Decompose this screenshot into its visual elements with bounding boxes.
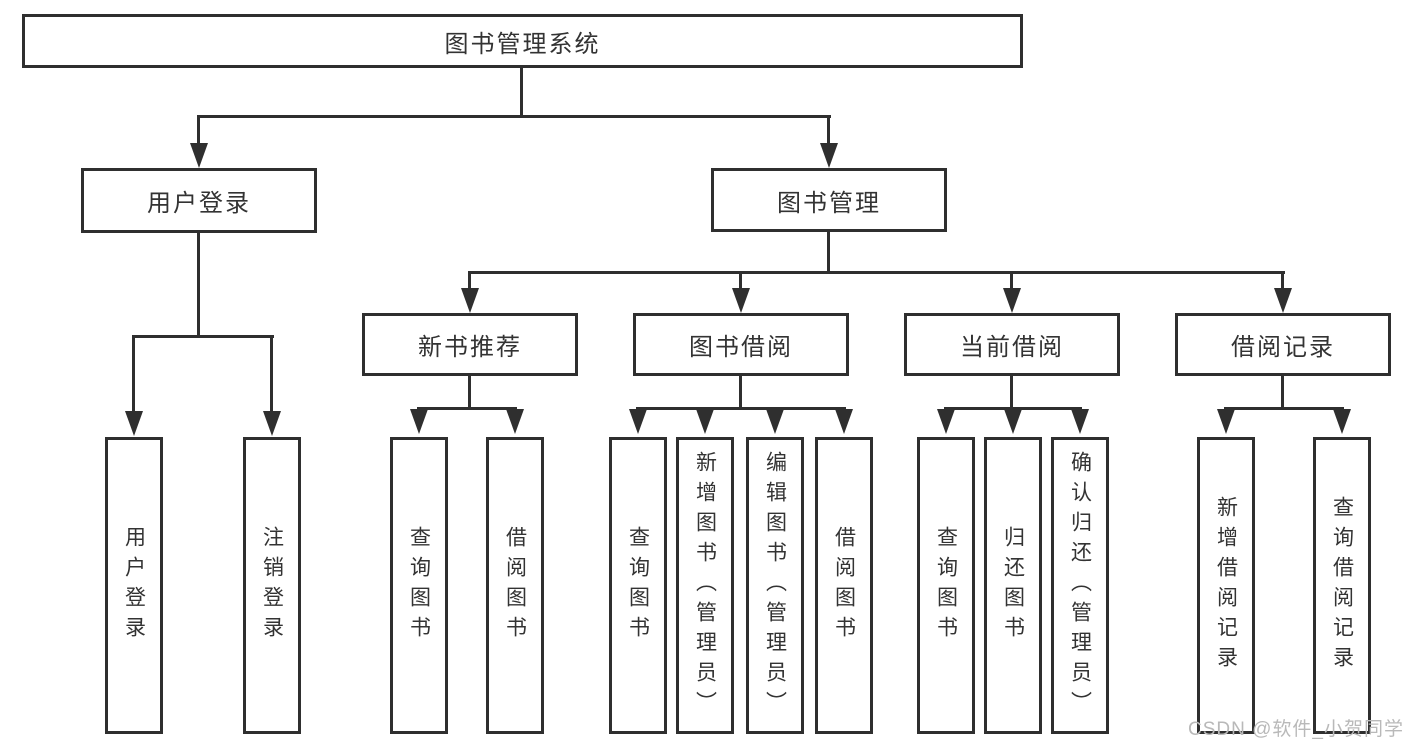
- node-leaf-query-books: 查询图书: [609, 437, 667, 734]
- node-label: 用户登录: [122, 525, 146, 646]
- node-label: 新增图书（管理员）: [693, 450, 717, 721]
- node-book-management: 图书管理: [711, 168, 947, 232]
- node-leaf-user-login: 用户登录: [105, 437, 163, 734]
- connector-line: [468, 376, 471, 409]
- arrowhead-down: [629, 409, 647, 434]
- connector-line: [197, 115, 831, 118]
- node-leaf-return-book: 归还图书: [984, 437, 1042, 734]
- arrowhead-down: [696, 409, 714, 434]
- node-leaf-logout: 注销登录: [243, 437, 301, 734]
- node-borrowing-records: 借阅记录: [1175, 313, 1391, 376]
- connector-line: [197, 115, 200, 145]
- node-label: 用户登录: [147, 190, 251, 217]
- connector-line: [827, 232, 830, 273]
- arrowhead-down: [1274, 288, 1292, 313]
- node-label: 编辑图书（管理员）: [763, 450, 787, 721]
- arrowhead-down: [410, 409, 428, 434]
- connector-line: [197, 233, 200, 337]
- arrowhead-down: [263, 411, 281, 436]
- node-label: 图书借阅: [689, 334, 793, 361]
- node-leaf-borrow-books: 借阅图书: [486, 437, 544, 734]
- arrowhead-down: [937, 409, 955, 434]
- node-leaf-query-borrow-record: 查询借阅记录: [1313, 437, 1371, 734]
- node-leaf-add-borrow-record: 新增借阅记录: [1197, 437, 1255, 734]
- arrowhead-down: [820, 143, 838, 168]
- node-label: 查询图书: [407, 525, 431, 646]
- connector-line: [636, 407, 846, 410]
- connector-line: [1281, 376, 1284, 409]
- connector-line: [827, 115, 830, 145]
- node-label: 借阅记录: [1231, 334, 1335, 361]
- connector-line: [132, 335, 135, 412]
- arrowhead-down: [732, 288, 750, 313]
- connector-line: [1281, 271, 1284, 290]
- node-label: 新增借阅记录: [1214, 495, 1238, 676]
- node-label: 确认归还（管理员）: [1068, 450, 1092, 721]
- node-label: 注销登录: [260, 525, 284, 646]
- connector-line: [520, 68, 523, 117]
- node-label: 查询图书: [934, 525, 958, 646]
- node-label: 新书推荐: [418, 334, 522, 361]
- node-new-book-recommendation: 新书推荐: [362, 313, 578, 376]
- csdn-watermark: CSDN @软件_小贺同学: [1188, 719, 1404, 740]
- arrowhead-down: [766, 409, 784, 434]
- connector-line: [468, 271, 1285, 274]
- node-label: 当前借阅: [960, 334, 1064, 361]
- connector-line: [132, 335, 274, 338]
- node-book-borrowing: 图书借阅: [633, 313, 849, 376]
- node-label: 借阅图书: [503, 525, 527, 646]
- arrowhead-down: [1333, 409, 1351, 434]
- arrowhead-down: [1071, 409, 1089, 434]
- connector-line: [944, 407, 1082, 410]
- node-label: 查询借阅记录: [1330, 495, 1354, 676]
- arrowhead-down: [1004, 409, 1022, 434]
- node-label: 查询图书: [626, 525, 650, 646]
- node-label: 图书管理系统: [444, 30, 601, 58]
- node-label: 图书管理: [777, 189, 881, 217]
- arrowhead-down: [1217, 409, 1235, 434]
- connector-line: [1010, 376, 1013, 409]
- arrowhead-down: [461, 288, 479, 313]
- connector-line: [1224, 407, 1344, 410]
- connector-line: [1010, 271, 1013, 290]
- connector-line: [468, 271, 471, 290]
- node-current-borrowing: 当前借阅: [904, 313, 1120, 376]
- node-leaf-add-book-admin: 新增图书（管理员）: [676, 437, 734, 734]
- node-leaf-query-books: 查询图书: [390, 437, 448, 734]
- arrowhead-down: [835, 409, 853, 434]
- connector-line: [270, 335, 273, 412]
- node-user-login: 用户登录: [81, 168, 317, 233]
- connector-line: [417, 407, 517, 410]
- arrowhead-down: [506, 409, 524, 434]
- node-leaf-edit-book-admin: 编辑图书（管理员）: [746, 437, 804, 734]
- arrowhead-down: [190, 143, 208, 168]
- arrowhead-down: [1003, 288, 1021, 313]
- node-label: 借阅图书: [832, 525, 856, 646]
- node-book-management-system: 图书管理系统: [22, 14, 1023, 68]
- connector-line: [739, 271, 742, 290]
- connector-line: [739, 376, 742, 409]
- node-leaf-borrow-books: 借阅图书: [815, 437, 873, 734]
- node-leaf-confirm-return-admin: 确认归还（管理员）: [1051, 437, 1109, 734]
- arrowhead-down: [125, 411, 143, 436]
- node-label: 归还图书: [1001, 525, 1025, 646]
- node-leaf-query-books: 查询图书: [917, 437, 975, 734]
